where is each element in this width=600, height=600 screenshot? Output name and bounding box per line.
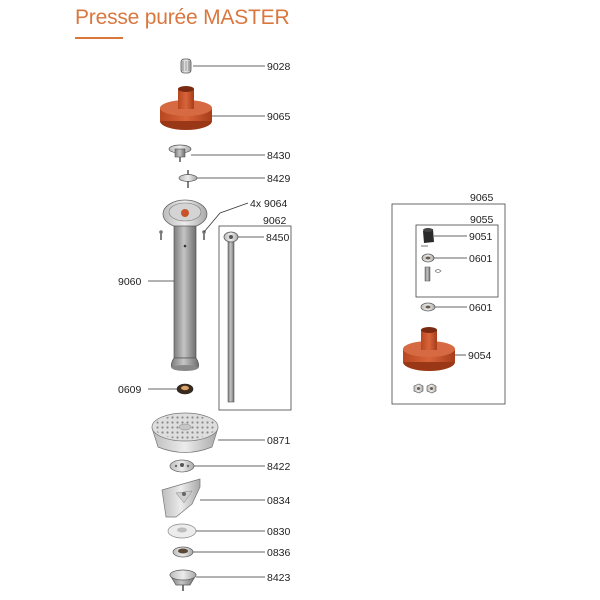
label-0836: 0836 <box>267 547 291 559</box>
title-underline <box>75 37 123 39</box>
label-box-9065: 9065 <box>470 192 494 204</box>
label-0601-outer: 0601 <box>469 302 493 314</box>
page-title: Presse purée MASTER <box>75 6 290 29</box>
label-8450: 8450 <box>266 232 290 244</box>
part-9054-nuts <box>413 383 437 394</box>
box-9065-detail <box>391 203 506 405</box>
box-9062 <box>218 225 292 411</box>
label-8423: 8423 <box>267 572 291 584</box>
part-9055-pin <box>424 266 442 282</box>
part-9054 <box>403 327 455 371</box>
part-0601-inner <box>421 253 435 263</box>
part-0601-outer <box>420 302 436 312</box>
label-9051: 9051 <box>469 231 493 243</box>
part-8450 <box>223 231 239 403</box>
part-8422 <box>169 459 195 473</box>
part-9060 <box>162 199 208 371</box>
label-0601-inner: 0601 <box>469 253 493 265</box>
label-box-9055: 9055 <box>470 214 494 226</box>
part-9028 <box>180 58 192 74</box>
label-0834: 0834 <box>267 495 291 507</box>
part-8429 <box>178 170 198 188</box>
part-0836 <box>172 546 194 558</box>
part-0834 <box>161 478 201 518</box>
label-0830: 0830 <box>267 526 291 538</box>
part-9065 <box>160 86 212 130</box>
label-9060: 9060 <box>118 276 142 288</box>
leader-lines <box>148 65 467 578</box>
part-8430 <box>168 144 192 162</box>
label-0609: 0609 <box>118 384 142 396</box>
part-0871 <box>151 412 219 453</box>
label-8422: 8422 <box>267 461 291 473</box>
part-8423 <box>169 569 197 591</box>
part-0609 <box>176 383 194 395</box>
label-9062: 9062 <box>263 215 287 227</box>
part-0830 <box>167 523 197 539</box>
label-9064: 4x 9064 <box>250 198 288 210</box>
label-9054: 9054 <box>468 350 492 362</box>
label-8429: 8429 <box>267 173 291 185</box>
label-9028: 9028 <box>267 61 291 73</box>
label-9065: 9065 <box>267 111 291 123</box>
label-8430: 8430 <box>267 150 291 162</box>
box-9055 <box>415 224 499 298</box>
part-9051 <box>421 228 434 247</box>
label-0871: 0871 <box>267 435 291 447</box>
